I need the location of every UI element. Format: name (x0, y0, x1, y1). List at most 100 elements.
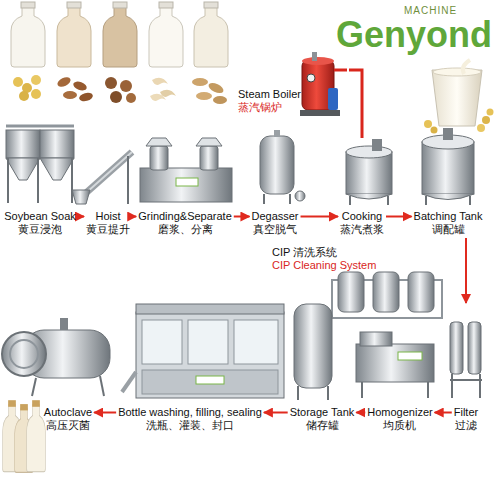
cooking-tank-picture-part (387, 196, 389, 205)
process-step: Soybean Soak黄豆浸泡 (4, 126, 76, 236)
flow-arrow (356, 412, 365, 414)
filling-machine-picture (122, 304, 284, 398)
beans-and-nuts-part (72, 80, 88, 92)
beans-and-nuts-part (150, 94, 166, 101)
soak-tank-picture-part (37, 158, 39, 203)
beans-and-nuts-part (56, 75, 72, 88)
beans-and-nuts (13, 75, 227, 104)
milk-bottles (11, 2, 228, 67)
step-sublabel: 高压灭菌 (44, 419, 92, 432)
product-bottles-part-part (8, 400, 16, 407)
cooking-tank-picture-part (346, 146, 392, 158)
step-label: Batching Tank (414, 210, 483, 223)
soak-tank-picture-part (7, 158, 9, 203)
beans-and-nuts-part (152, 78, 168, 85)
degasser-picture-part (289, 194, 291, 204)
step-label: Homogenizer (367, 406, 432, 419)
step-label: CIP 清洗系统 (272, 246, 376, 259)
product-bottles-part-part (20, 404, 28, 410)
beans-and-nuts-part (126, 93, 136, 103)
logo-wordmark: Genyond (336, 14, 492, 55)
storage-tank-picture (294, 304, 332, 400)
filter-picture-part (468, 322, 481, 374)
grinder-picture-part (150, 146, 168, 170)
milk-bottles-part-part (204, 2, 218, 8)
cooking-tank-picture-part (372, 139, 382, 151)
hoist-picture-part (127, 156, 129, 204)
flow-arrow (264, 412, 288, 414)
grinder-picture-part (196, 138, 222, 146)
autoclave-picture-part (10, 340, 38, 368)
milk-bottles-part (11, 2, 45, 67)
storage-tank-picture-part (327, 386, 329, 400)
cip-system-picture-part (338, 272, 364, 312)
soymilk-glass-part (432, 70, 482, 126)
autoclave-picture (2, 318, 110, 396)
step-sublabel: 黄豆提升 (86, 223, 130, 236)
degasser-picture-part (260, 136, 294, 194)
flow-arrow (234, 216, 250, 218)
degasser-picture-part (295, 191, 305, 201)
cooking-tank-picture (346, 139, 392, 205)
step-sublabel: 真空脱气 (251, 223, 298, 236)
grinder-picture (140, 138, 232, 202)
soak-tank-picture-part (71, 158, 73, 203)
filter-picture-part (450, 322, 463, 374)
process-step: Cooking蒸汽煮浆 (340, 138, 384, 236)
milk-bottles-part-part (11, 6, 45, 67)
milk-bottles-part-part (113, 2, 127, 8)
step-label: Degasser (251, 210, 298, 223)
step-sublabel: 调配罐 (414, 223, 483, 236)
grinder-picture-part (176, 178, 198, 186)
filling-machine-picture-part (142, 370, 278, 394)
beans-and-nuts-part (120, 80, 132, 92)
process-step: Autoclave高压灭菌 (44, 318, 92, 432)
steam-boiler-picture-part (328, 88, 338, 110)
steam-boiler: Steam Boiler蒸汽锅炉 (238, 58, 349, 114)
milk-bottles-part-part (57, 6, 91, 67)
product-bottles (3, 400, 46, 472)
beans-and-nuts-part (31, 89, 41, 99)
step-sublabel: 磨浆、分离 (138, 223, 232, 236)
steam-pipe (349, 70, 362, 138)
cip-system-picture-part (408, 272, 434, 312)
batching-tank-picture-part (422, 194, 474, 200)
step-sublabel: CIP Cleaning System (272, 259, 376, 272)
batching-tank-picture-part (469, 196, 471, 205)
steam-boiler-picture-part (334, 69, 347, 72)
milk-bottles-part-part (159, 2, 173, 8)
steam-boiler-picture (300, 52, 347, 116)
soymilk-glass-part (433, 68, 481, 76)
filter-picture-part (451, 374, 453, 398)
hoist-picture-part (72, 190, 90, 204)
product-bottles-part (27, 400, 46, 472)
cip-system: CIP 清洗系统CIP Cleaning System (272, 246, 376, 272)
soymilk-glass-part (463, 60, 470, 74)
flow-arrow (465, 238, 467, 303)
flow-arrow (301, 216, 338, 218)
cip-system-picture (332, 272, 442, 318)
process-step: Bottle washing, filling, sealing洗瓶、灌装、封口 (118, 304, 262, 432)
autoclave-picture-part (32, 378, 36, 396)
batching-tank-picture-part (422, 142, 474, 194)
beans-and-nuts-part (207, 81, 225, 95)
storage-tank-picture-part (297, 386, 299, 400)
degasser-picture (260, 130, 305, 204)
degasser-picture-part (274, 130, 280, 137)
grinder-picture-part (200, 146, 218, 170)
grinder-picture-part (146, 138, 172, 146)
degasser-picture-part (263, 194, 265, 204)
homogenizer-picture-part (398, 352, 422, 360)
process-step: Batching Tank调配罐 (414, 128, 483, 236)
step-sublabel: 黄豆浸泡 (4, 223, 76, 236)
step-sublabel: 蒸汽煮浆 (340, 223, 384, 236)
milk-bottles-part (57, 2, 91, 67)
homogenizer-picture-part (427, 382, 429, 398)
beans-and-nuts-part (63, 91, 77, 99)
steam-boiler-picture-part (312, 52, 317, 61)
product-bottles-part-part (32, 400, 40, 407)
milk-bottles-part-part (149, 6, 183, 67)
homogenizer-picture-part (356, 344, 434, 382)
step-sublabel: 洗瓶、灌装、封口 (118, 419, 262, 432)
